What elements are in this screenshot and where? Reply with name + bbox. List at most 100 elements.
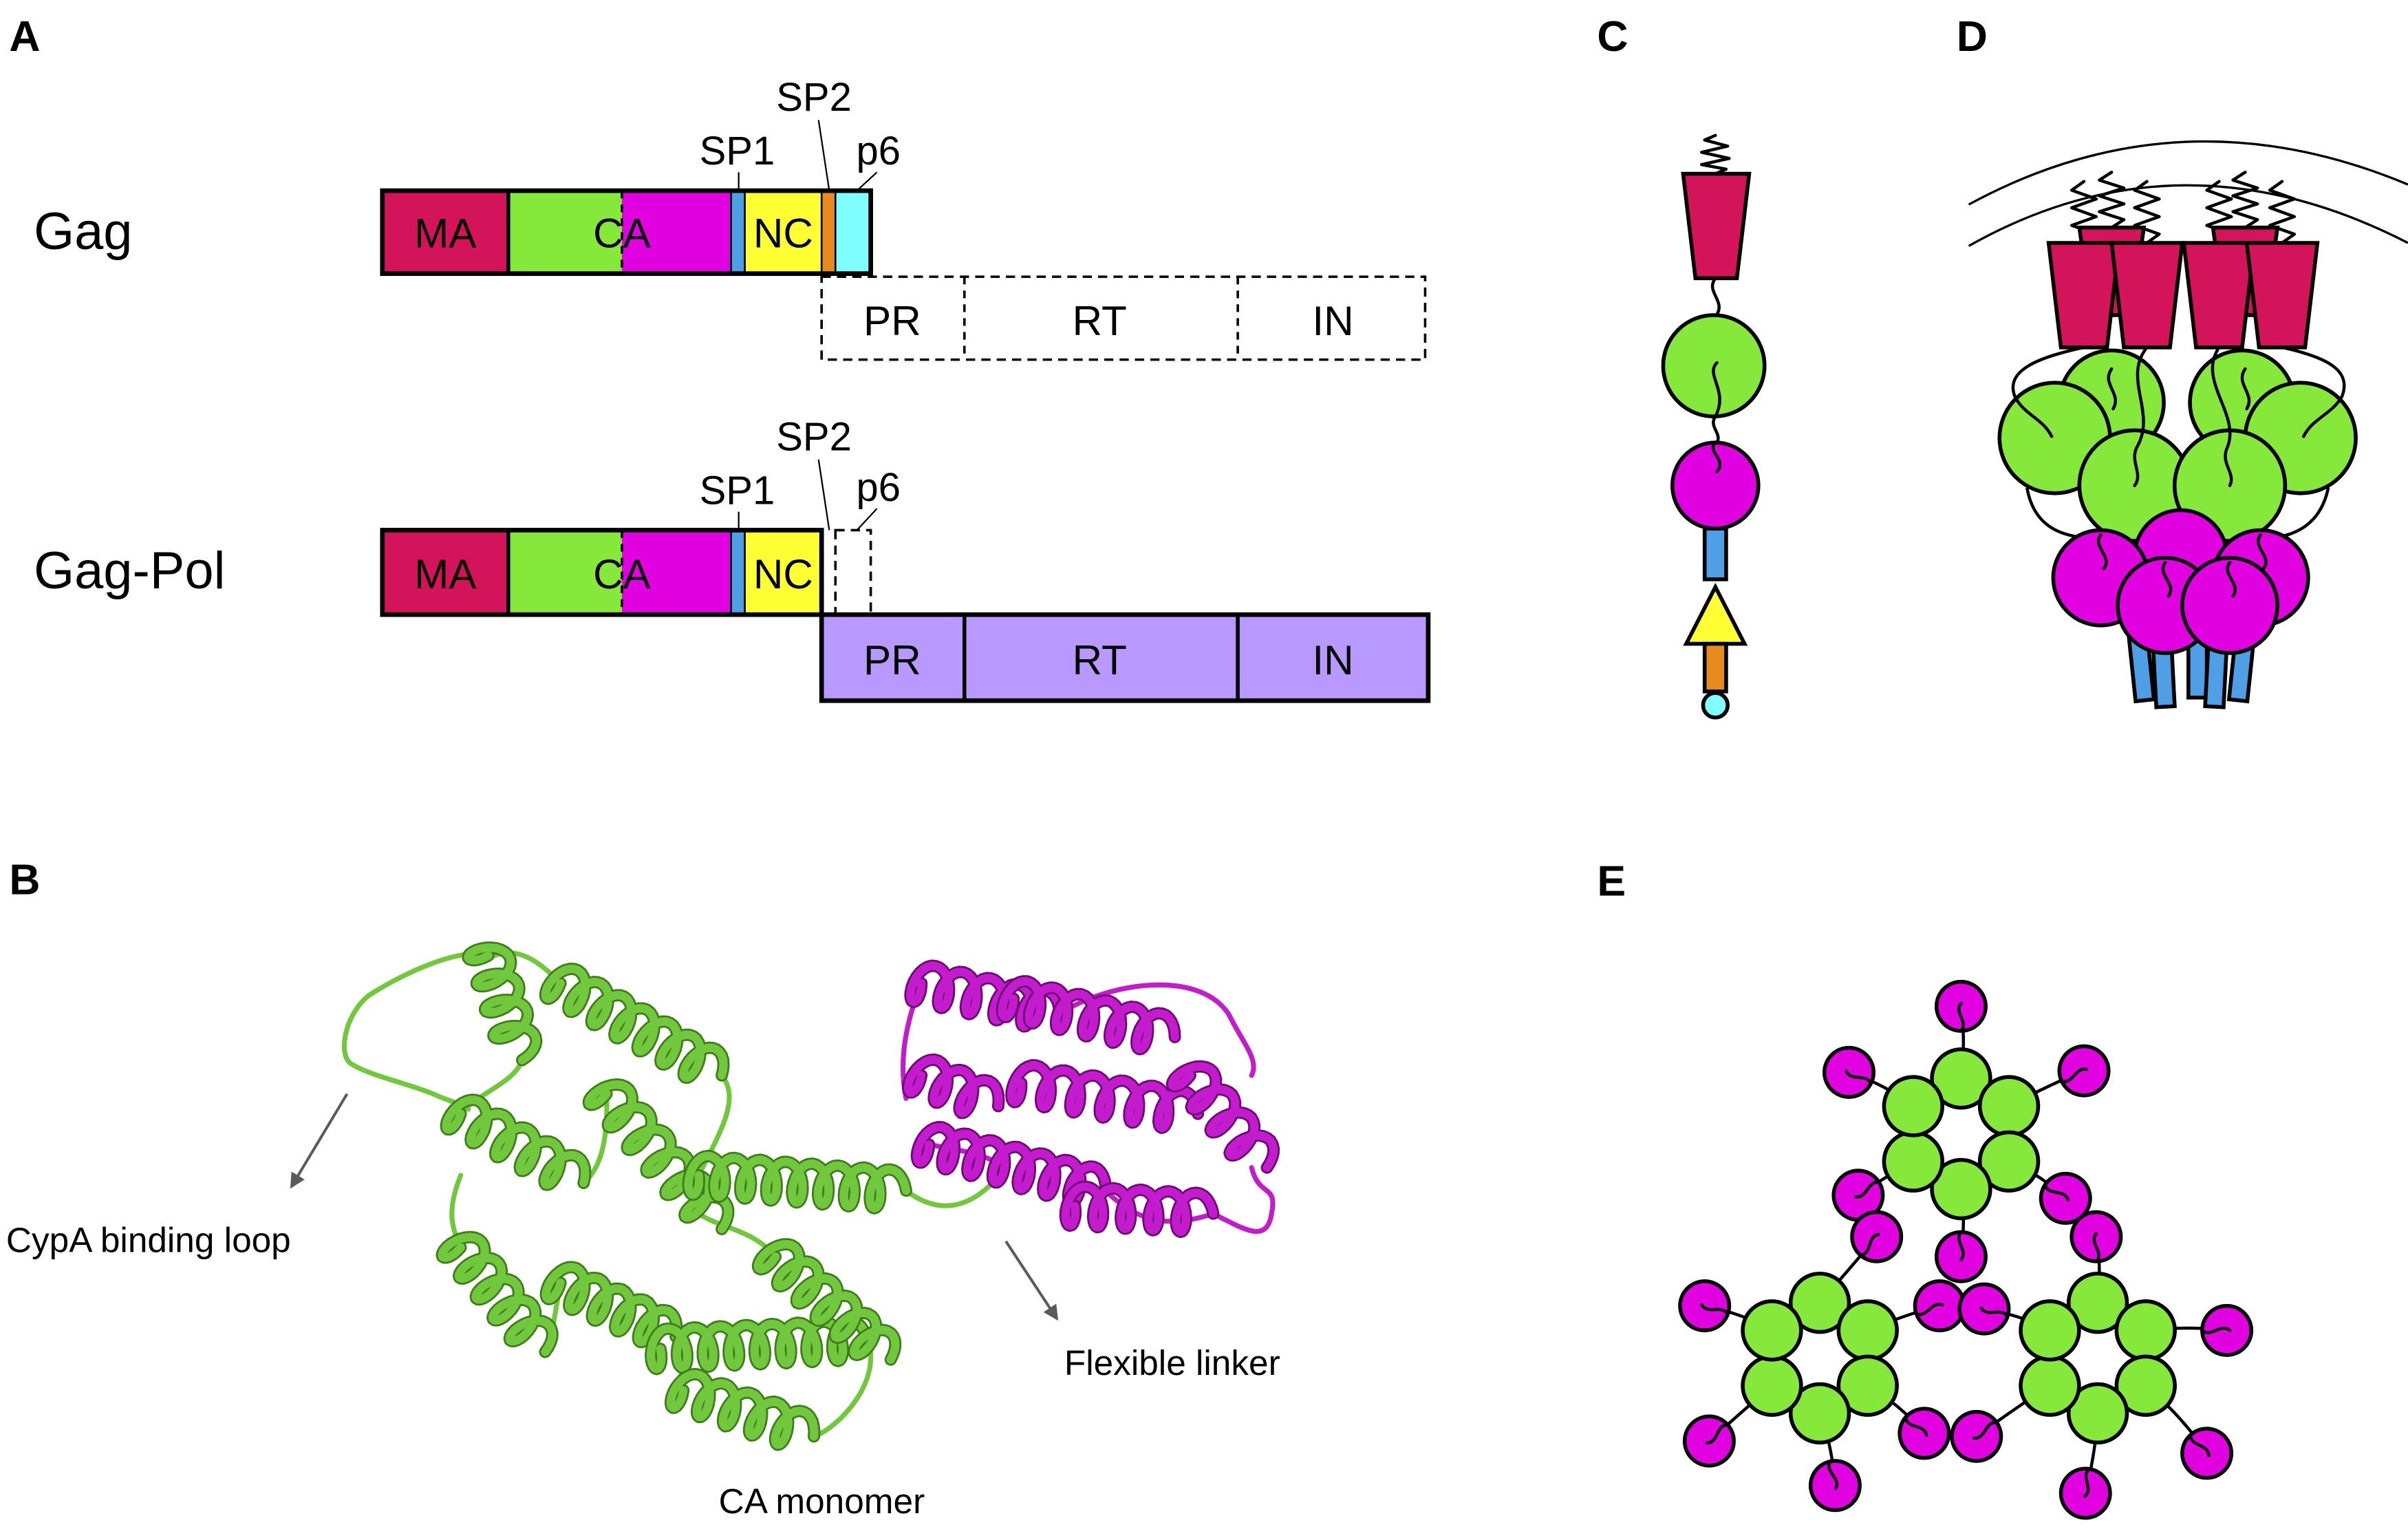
ca-ctd-helix: [903, 1055, 1003, 1118]
ca-ntd-circle: [1977, 1075, 2041, 1138]
ca-ctd-circle: [1822, 1045, 1876, 1099]
gag-pol-p6-label: p6: [857, 465, 901, 510]
ca-ctd-squiggle: [2226, 561, 2237, 598]
ma-trapezoid: [2109, 241, 2185, 350]
panel-label-b: B: [9, 855, 40, 904]
gag-pol-nc-label: NC: [753, 551, 813, 597]
ca-ntd-circle: [1741, 1354, 1803, 1417]
ca-ntd-loop: [811, 1337, 874, 1439]
ca-ctd-squiggle: [2083, 1467, 2091, 1498]
ca-ntd-domain: [508, 530, 623, 615]
cypa-loop-label: CypA binding loop: [6, 1221, 291, 1260]
ca-ctd-circle: [2058, 1466, 2112, 1520]
ca-monomer-caption: CA monomer: [719, 1482, 925, 1521]
membrane-gag-cartoon: [1968, 140, 2408, 709]
ca-ctd-circle: [2057, 1044, 2111, 1098]
ca-ntd-helix: [684, 1151, 911, 1213]
ca-ctd-squiggle: [1845, 1069, 1873, 1086]
ca-ntd-circle: [2114, 1354, 2177, 1417]
ca-ctd-squiggle: [1915, 1303, 1944, 1316]
ca-ctd-squiggle: [2257, 533, 2268, 570]
gag-pol-sp2-label: SP2: [776, 414, 852, 459]
ca-ntd-circle: [1977, 1130, 2041, 1193]
ca-ctd-circle: [1898, 1407, 1951, 1460]
gag-p6-label: p6: [857, 129, 901, 173]
ca-ntd-loop: [341, 950, 497, 1112]
ca-ntd-circle: [2066, 1271, 2129, 1334]
ca-ntd-circle: [1836, 1354, 1899, 1417]
gag-name: Gag: [34, 202, 132, 261]
ca-ntd-helix: [541, 964, 728, 1082]
ca-ctd-squiggle: [1700, 1303, 1730, 1316]
ca-ntd-helix: [442, 1096, 590, 1189]
ca-ctd-circle: [1850, 1210, 1904, 1263]
ca-ctd-squiggle: [1957, 1230, 1965, 1261]
ca-ntd-circle: [2019, 1299, 2081, 1362]
gag-linker: [2011, 345, 2086, 438]
gag-pol-in-label: IN: [1312, 637, 1353, 683]
gag-pol-rt-label: RT: [1073, 637, 1127, 683]
ca-monomer-ribbon: [341, 941, 1280, 1451]
ca-ctd-helix: [1168, 1062, 1278, 1172]
pol-region-outline: [819, 612, 1431, 703]
ca-ctd-squiggle: [1705, 1423, 1730, 1445]
gag-nc-label: NC: [753, 210, 813, 257]
ca-ctd-squiggle: [2043, 1183, 2070, 1202]
ma-trapezoid: [2046, 241, 2122, 350]
gag-pr-label: PR: [863, 297, 921, 344]
ca-ctd-circle: [2200, 1303, 2254, 1357]
ca-ctd-circle: [2180, 555, 2280, 655]
p6-circle: [1701, 691, 1730, 720]
sp2-segment: [821, 191, 836, 274]
ca-ntd-helix: [541, 1263, 681, 1347]
ma-trapezoid: [2181, 241, 2257, 350]
gag-linker: [2280, 345, 2346, 438]
gag-linker: [2025, 487, 2085, 540]
panel-label-a: A: [9, 12, 40, 61]
ca-ctd-squiggle: [2060, 1067, 2089, 1083]
ca-ctd-squiggle: [2200, 1326, 2232, 1334]
panel-label-c: C: [1597, 12, 1628, 61]
ca-ntd-helix: [438, 1232, 557, 1356]
ma-domain: [382, 191, 508, 274]
p6-frameshift-dashed-box: [834, 528, 872, 616]
gag-pol-name: Gag-Pol: [34, 542, 225, 600]
flexible-linker-arrow: [1004, 1240, 1059, 1321]
gag-sp2-leader: [817, 120, 830, 191]
membrane-outer-leaflet: [1968, 140, 2408, 206]
ca-ctd-circle: [1808, 1459, 1862, 1513]
ca-ctd-circle: [2039, 1171, 2092, 1225]
ca-ctd-squiggle: [2161, 561, 2173, 598]
ca-ctd-squiggle: [2097, 533, 2108, 570]
gag-linker: [2240, 367, 2251, 411]
ca-ntd-helix: [753, 1239, 900, 1364]
ma-domain: [382, 530, 508, 615]
nc-triangle: [1683, 582, 1748, 646]
ca-ntd-circle: [1882, 1130, 1945, 1193]
gag-bar-outline: [380, 188, 873, 276]
ca-ntd-circle: [2114, 1299, 2177, 1362]
gag-ma-label: MA: [414, 210, 477, 257]
gag-pol-ca-label: CA: [593, 551, 652, 597]
ca-ctd-circle: [1678, 1279, 1732, 1333]
sp1-bar: [1702, 526, 1728, 581]
gag-linker: [2211, 345, 2233, 487]
ca-ctd-circle: [1950, 1409, 2003, 1463]
ca-ctd-circle: [1957, 1282, 2011, 1336]
gag-sp2-label: SP2: [776, 75, 852, 120]
ma-trapezoid: [1681, 171, 1752, 281]
nc-domain: [744, 191, 822, 274]
ca-ntd-circle: [2066, 1382, 2129, 1445]
panel-label-d: D: [1957, 12, 1988, 61]
gag-ca-label: CA: [593, 210, 652, 257]
gag-pol-pr-label: PR: [863, 637, 921, 683]
ca-ctd-helix: [998, 976, 1179, 1054]
ca-ctd-squiggle: [1904, 1416, 1928, 1438]
ca-ctd-squiggle: [2092, 1232, 2100, 1263]
ca-ctd-squiggle: [1827, 1460, 1839, 1491]
gag-pol-sp2-leader: [817, 459, 830, 531]
sp1-segment: [731, 530, 745, 615]
cypa-loop-arrow: [290, 1093, 349, 1189]
gag-in-label: IN: [1312, 297, 1353, 344]
